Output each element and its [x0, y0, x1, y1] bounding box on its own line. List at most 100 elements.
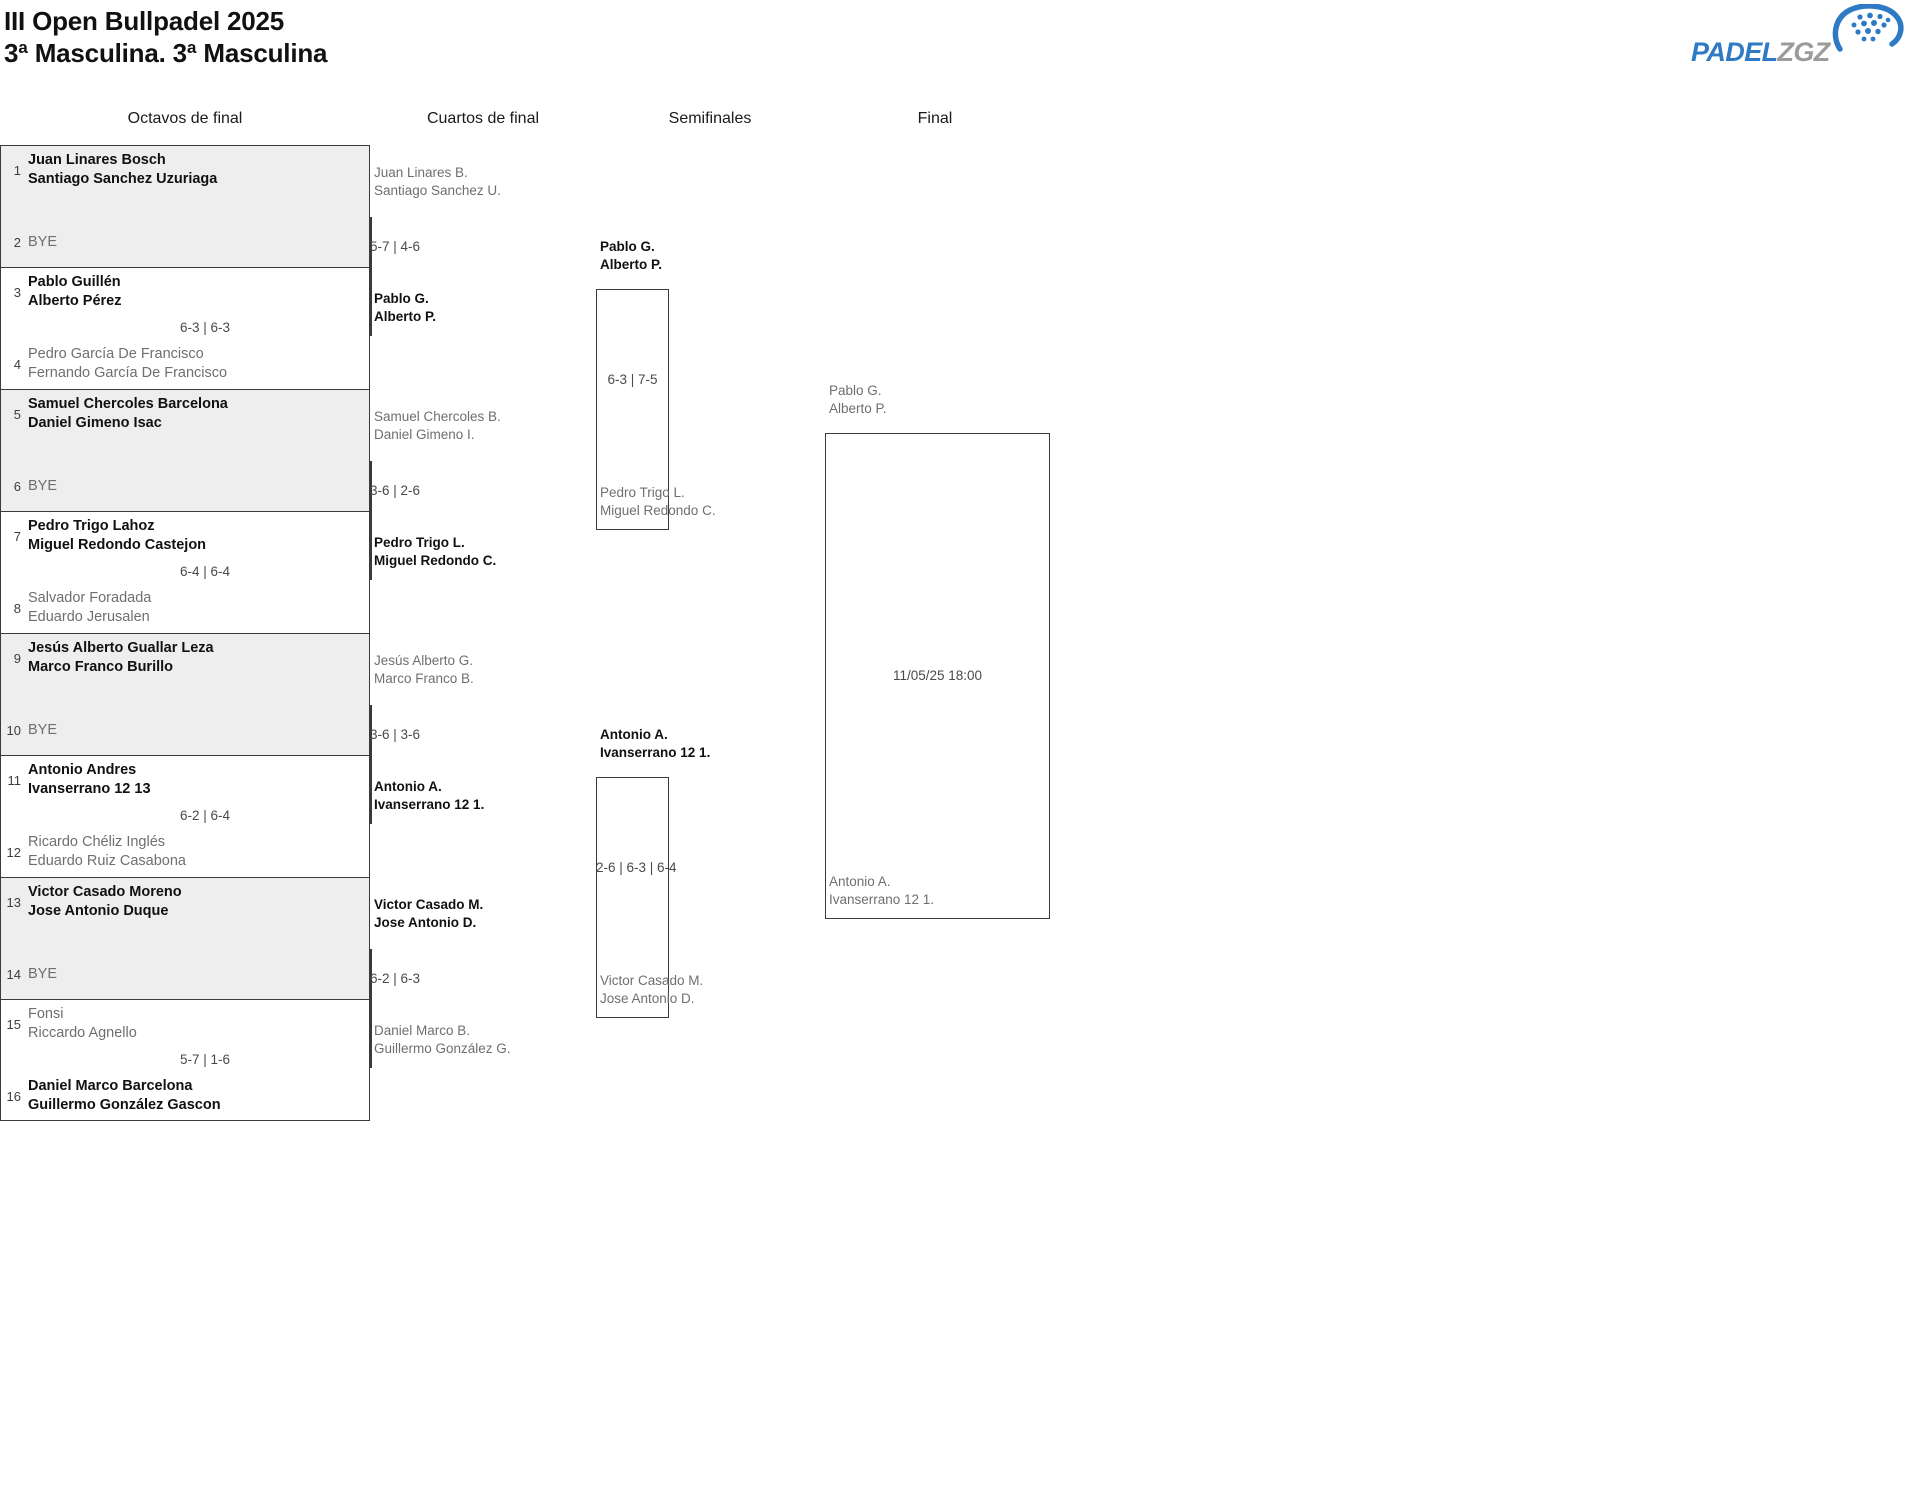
padelzgz-logo: PADELZGZ [1691, 4, 1906, 70]
seed-number: 13 [6, 894, 21, 910]
round1-match-score: 6-3 | 6-3 [179, 320, 231, 335]
band-left-border [0, 146, 2, 267]
page-title: III Open Bullpadel 2025 3ª Masculina. 3ª… [4, 6, 327, 69]
round1-seed-entry[interactable]: 14 BYE [0, 953, 370, 995]
player-name-2: Santiago Sanchez U. [374, 182, 501, 198]
player-name-1: Ricardo Chéliz Inglés [28, 834, 166, 851]
final-connector-box [825, 433, 1050, 919]
player-name-2: Alberto P. [374, 308, 437, 324]
band-right-border [368, 756, 370, 877]
player-name-2: Alberto P. [600, 256, 663, 272]
round1-band [0, 389, 370, 511]
round1-match-score: 6-4 | 6-4 [179, 564, 231, 579]
final-team-top[interactable]: Pablo G.Alberto P. [829, 382, 887, 418]
player-name-1: Antonio A. [600, 727, 668, 742]
band-left-border [0, 1000, 2, 1120]
band-left-border [0, 512, 2, 633]
player-name-1: Samuel Chercoles Barcelona [28, 396, 228, 413]
logo-padel-text: PADEL [1691, 37, 1778, 67]
player-name-1: Pablo G. [374, 291, 429, 306]
round1-band [0, 267, 370, 389]
player-name-1: Pedro Trigo L. [374, 535, 465, 550]
player-name-1: BYE [28, 965, 58, 982]
round2-team-bottom[interactable]: Antonio A.Ivanserrano 12 1. [374, 778, 484, 814]
seed-number: 12 [6, 844, 21, 860]
player-name-1: Pablo G. [829, 383, 882, 398]
player-name-1: Antonio Andres [28, 762, 137, 779]
seed-number: 7 [13, 528, 21, 544]
round1-band [0, 999, 370, 1121]
player-name-1: Jesús Alberto G. [374, 653, 474, 668]
round2-team-bottom[interactable]: Pablo G. Alberto P. [374, 290, 436, 326]
player-name-1: Victor Casado M. [374, 897, 484, 912]
player-name-2: Daniel Gimeno Isac [28, 415, 162, 431]
round2-team-top[interactable]: Samuel Chercoles B.Daniel Gimeno I. [374, 408, 501, 444]
round2-team-top[interactable]: Jesús Alberto G.Marco Franco B. [374, 652, 474, 688]
round3-team-top[interactable]: Pablo G.Alberto P. [600, 238, 662, 274]
seed-number: 3 [13, 284, 21, 300]
tournament-title: III Open Bullpadel 2025 [4, 6, 285, 36]
seed-number: 8 [13, 600, 21, 616]
player-name-1: Daniel Marco B. [374, 1023, 471, 1038]
player-name-2: Jose Antonio D. [374, 914, 477, 930]
round-header-cuartos: Cuartos de final [426, 110, 540, 127]
player-name-2: Jose Antonio Duque [28, 903, 169, 919]
round3-connector-box [596, 777, 669, 1018]
player-name-2: Eduardo Jerusalen [28, 609, 150, 625]
seed-number: 14 [6, 966, 21, 982]
player-name-1: Victor Casado Moreno [28, 884, 182, 901]
band-right-border [368, 512, 370, 633]
round2-team-top[interactable]: Juan Linares B. Santiago Sanchez U. [374, 164, 501, 200]
band-left-border [0, 268, 2, 389]
player-name-2: Fernando García De Francisco [28, 365, 228, 381]
round2-connector-box [370, 217, 372, 336]
round-header-octavos: Octavos de final [127, 110, 243, 127]
round3-team-bottom[interactable]: Pedro Trigo L.Miguel Redondo C. [600, 484, 716, 520]
player-name-1: Victor Casado M. [600, 973, 704, 988]
band-right-border [368, 390, 370, 511]
round2-connector-box [370, 705, 372, 824]
player-name-1: Antonio A. [374, 779, 442, 794]
tournament-category: 3ª Masculina. 3ª Masculina [4, 37, 328, 68]
round3-team-bottom[interactable]: Victor Casado M.Jose Antonio D. [600, 972, 703, 1008]
player-name-1: Juan Linares B. [374, 165, 468, 180]
round3-team-top[interactable]: Antonio A.Ivanserrano 12 1. [600, 726, 710, 762]
player-name-2: Miguel Redondo Castejon [28, 537, 207, 553]
padel-racket-icon [1832, 4, 1904, 52]
player-name-2: Marco Franco Burillo [28, 659, 174, 675]
round-header-final: Final [917, 110, 953, 127]
final-team-bottom[interactable]: Antonio A.Ivanserrano 12 1. [829, 873, 934, 909]
round2-team-top[interactable]: Victor Casado M. Jose Antonio D. [374, 896, 483, 932]
round2-team-bottom[interactable]: Pedro Trigo L.Miguel Redondo C. [374, 534, 496, 570]
seed-number: 16 [6, 1088, 21, 1104]
round2-team-bottom[interactable]: Daniel Marco B.Guillermo González G. [374, 1022, 511, 1058]
band-right-border [368, 1000, 370, 1120]
player-name-1: Pedro García De Francisco [28, 346, 204, 363]
player-name-1: Jesús Alberto Guallar Leza [28, 640, 214, 657]
band-left-border [0, 756, 2, 877]
player-name-1: Juan Linares Bosch [28, 152, 166, 169]
seed-number: 4 [13, 356, 21, 372]
seed-team-names: BYE [28, 721, 57, 740]
